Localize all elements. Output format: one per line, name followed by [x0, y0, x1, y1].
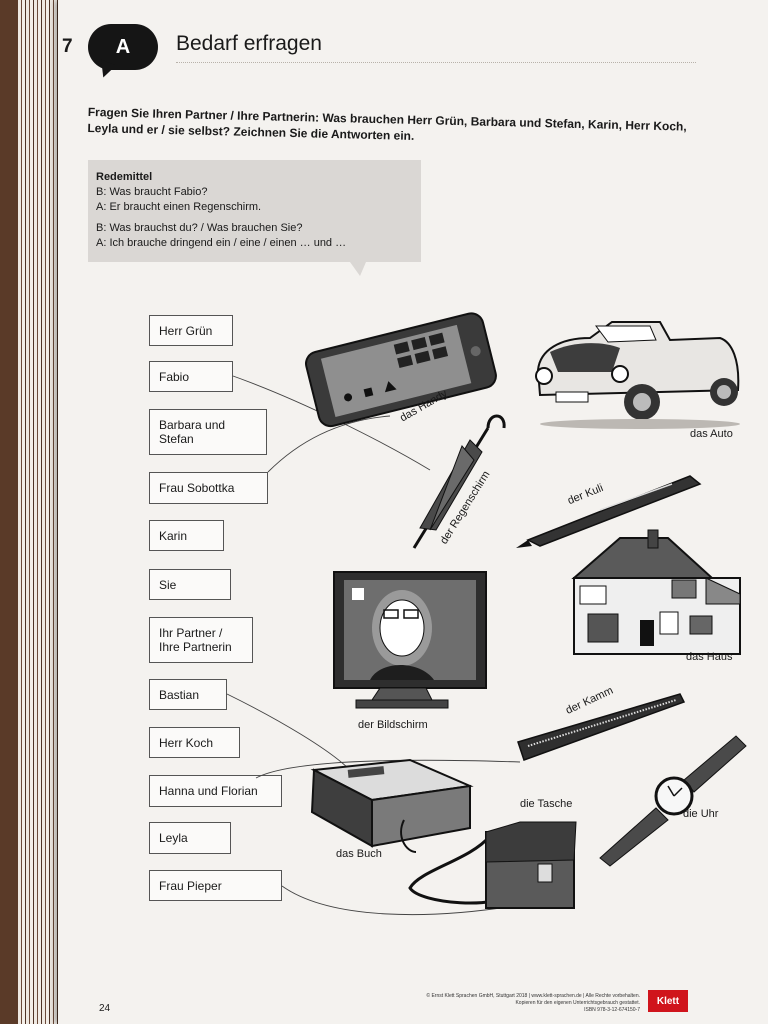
- redemittel-heading: Redemittel: [96, 171, 153, 183]
- name-label: Ihr Partner / Ihre Partnerin: [159, 626, 232, 654]
- name-box-hanna-florian[interactable]: Hanna und Florian: [149, 775, 282, 807]
- name-box-leyla[interactable]: Leyla: [149, 822, 231, 854]
- name-box-frau-sobottka[interactable]: Frau Sobottka: [149, 472, 268, 504]
- publisher-logo-text: Klett: [656, 995, 680, 1007]
- house-icon: [571, 529, 741, 655]
- name-label: Barbara und Stefan: [159, 418, 226, 446]
- name-box-bastian[interactable]: Bastian: [149, 679, 227, 710]
- label-uhr: die Uhr: [683, 808, 719, 820]
- label-bildschirm: der Bildschirm: [358, 719, 428, 731]
- name-label: Herr Grün: [159, 323, 213, 338]
- connector-line-bastian: [226, 693, 351, 771]
- name-label: Leyla: [159, 831, 188, 845]
- name-label: Frau Sobottka: [159, 481, 235, 495]
- publisher-logo: Klett: [648, 990, 688, 1012]
- name-box-sie[interactable]: Sie: [149, 569, 231, 600]
- title-divider: [176, 62, 696, 63]
- name-box-fabio[interactable]: Fabio: [149, 361, 233, 392]
- name-label: Hanna und Florian: [159, 784, 258, 798]
- page-title: Bedarf erfragen: [176, 32, 322, 55]
- pen-icon: [516, 475, 702, 548]
- redemittel-tail: [350, 262, 366, 276]
- redemittel-box: Redemittel B: Was braucht Fabio? A: Er b…: [88, 160, 421, 262]
- name-label: Sie: [159, 577, 177, 592]
- book-icon: [310, 758, 474, 853]
- umbrella-icon: [412, 414, 506, 549]
- label-buch: das Buch: [336, 848, 382, 860]
- name-label: Bastian: [159, 687, 200, 702]
- name-box-partner[interactable]: Ihr Partner / Ihre Partnerin: [149, 617, 253, 663]
- footer-page-number: 24: [99, 1003, 111, 1014]
- label-auto: das Auto: [690, 428, 733, 440]
- name-box-herr-gruen[interactable]: Herr Grün: [149, 315, 233, 346]
- name-box-barbara-stefan[interactable]: Barbara und Stefan: [149, 409, 267, 455]
- monitor-icon: [333, 571, 487, 709]
- copyright-notice: © Ernst Klett Sprachen GmbH, Stuttgart 2…: [358, 993, 640, 1014]
- bag-icon: [408, 821, 577, 909]
- watch-icon: [599, 735, 747, 867]
- redemittel-line: A: Ich brauche dringend ein / eine / ein…: [96, 237, 347, 249]
- label-tasche: die Tasche: [520, 798, 573, 810]
- connector-line-sobottka: [267, 415, 391, 473]
- exercise-number: 7: [62, 36, 73, 57]
- comb-icon: [517, 693, 686, 761]
- name-box-karin[interactable]: Karin: [149, 520, 224, 551]
- name-label: Fabio: [159, 369, 190, 384]
- connector-line-hanna-florian: [255, 759, 521, 779]
- copyright-line: Kopieren für den eigenen Unterrichtsgebr…: [515, 1000, 640, 1006]
- redemittel-line: A: Er braucht einen Regenschirm.: [96, 201, 262, 213]
- label-haus: das Haus: [686, 651, 733, 663]
- name-label: Karin: [159, 528, 188, 543]
- section-badge-label: A: [115, 35, 131, 58]
- smartphone-icon: [305, 312, 497, 428]
- name-box-herr-koch[interactable]: Herr Koch: [149, 727, 240, 758]
- copyright-line: © Ernst Klett Sprachen GmbH, Stuttgart 2…: [426, 993, 640, 999]
- redemittel-line: B: Was brauchst du? / Was brauchen Sie?: [96, 222, 303, 234]
- name-label: Frau Pieper: [159, 878, 222, 893]
- name-box-frau-pieper[interactable]: Frau Pieper: [149, 870, 282, 901]
- car-icon: [535, 321, 740, 429]
- isbn-line: ISBN 978-3-12-674150-7: [584, 1007, 640, 1013]
- redemittel-line: B: Was braucht Fabio?: [96, 186, 208, 198]
- name-label: Herr Koch: [159, 735, 214, 750]
- section-badge: A: [88, 24, 158, 70]
- connector-line-pieper: [281, 885, 521, 915]
